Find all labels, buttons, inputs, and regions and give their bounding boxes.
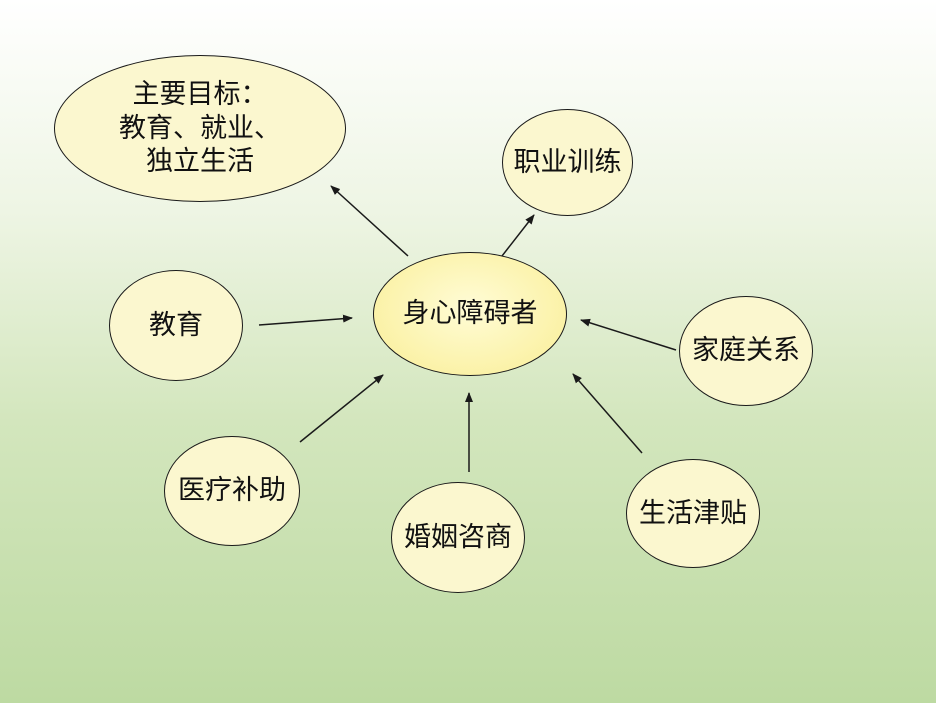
living-allowance-label: 生活津贴 — [639, 497, 747, 529]
goal-node: 主要目标： 教育、就业、 独立生活 — [54, 55, 346, 202]
education-node: 教育 — [109, 270, 243, 381]
goal-line-3: 独立生活 — [146, 146, 254, 178]
family-relations-node: 家庭关系 — [679, 296, 813, 406]
goal-line-2: 教育、就业、 — [119, 112, 281, 144]
education-label: 教育 — [149, 309, 203, 341]
marriage-counseling-node: 婚姻咨商 — [391, 482, 525, 593]
marriage-counseling-label: 婚姻咨商 — [404, 521, 512, 553]
arrow-to-goal — [330, 185, 409, 257]
family-relations-label: 家庭关系 — [692, 335, 800, 367]
goal-line-1: 主要目标： — [132, 78, 268, 110]
living-allowance-node: 生活津贴 — [626, 459, 760, 568]
arrow-from-medical — [299, 374, 384, 443]
medical-subsidy-node: 医疗补助 — [164, 436, 300, 546]
goal-text: 主要目标： 教育、就业、 独立生活 — [119, 78, 281, 179]
center-label: 身心障碍者 — [402, 298, 538, 330]
arrow-from-living — [572, 373, 643, 454]
vocational-training-label: 职业训练 — [513, 146, 622, 178]
medical-subsidy-label: 医疗补助 — [178, 475, 286, 507]
arrow-from-education — [258, 314, 353, 326]
arrow-to-vocational — [501, 214, 535, 257]
center-node: 身心障碍者 — [373, 252, 567, 376]
vocational-training-node: 职业训练 — [502, 109, 633, 216]
arrow-from-family — [580, 318, 677, 351]
